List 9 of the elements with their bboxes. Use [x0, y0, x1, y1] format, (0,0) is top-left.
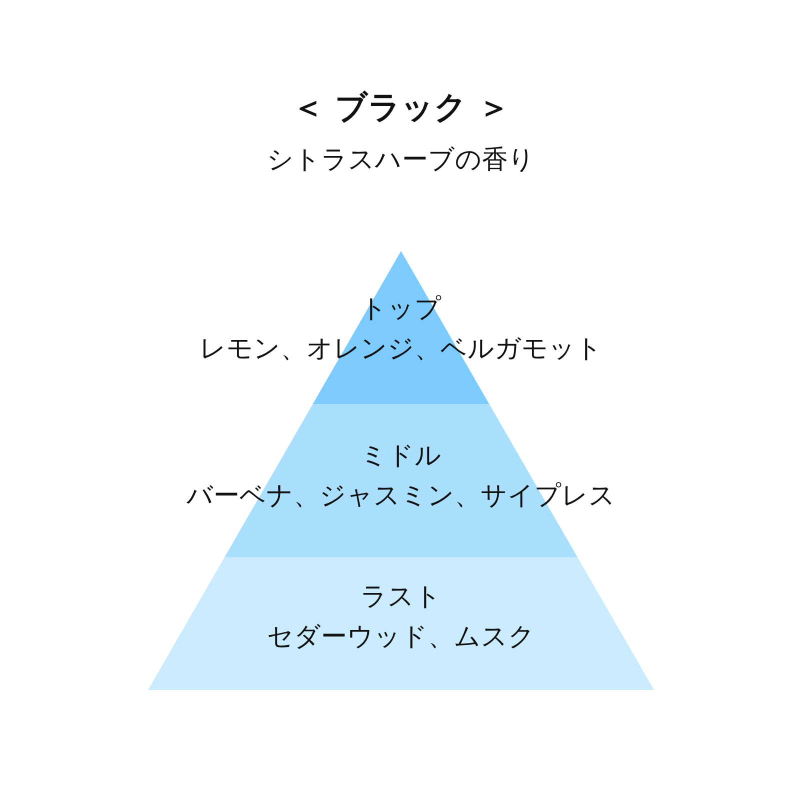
title: ＜ ブラック ＞ [292, 87, 510, 127]
subtitle: シトラスハーブの香り [267, 144, 535, 177]
tier-notes: バーベナ、ジャスミン、サイプレス [186, 480, 616, 513]
tier-heading: トップ [360, 293, 442, 326]
tier-heading: ラスト [360, 581, 442, 614]
tier-notes: レモン、オレンジ、ベルガモット [200, 333, 602, 366]
tier-heading: ミドル [360, 440, 442, 473]
pyramid-tier [148, 557, 654, 690]
tier-notes: セダーウッド、ムスク [267, 621, 535, 654]
